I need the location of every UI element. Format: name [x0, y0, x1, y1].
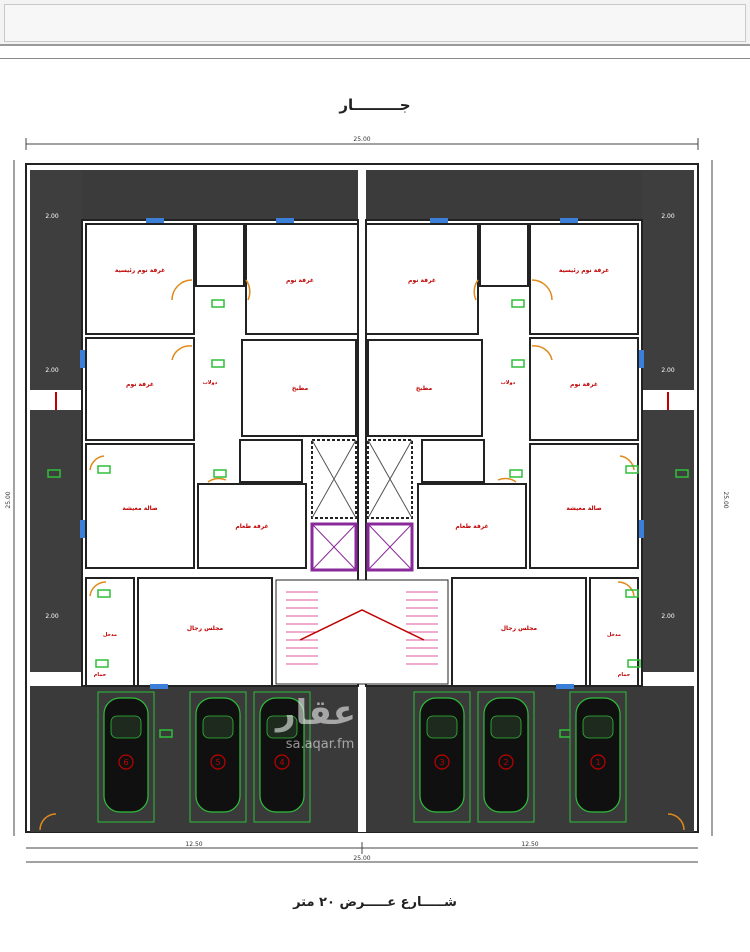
label-master-bedroom-left: غرفة نوم رئيسية: [115, 267, 165, 274]
watermark-url: sa.aqar.fm: [286, 737, 355, 752]
car-windshield: [266, 715, 298, 739]
parking-number: 6: [123, 758, 128, 767]
parking-space-3: 3: [413, 691, 471, 823]
room-labels: غرفة نوم رئيسية غرفة نوم غرفة نوم مطبخ ص…: [94, 267, 631, 678]
door-marker: [213, 469, 227, 478]
label-dining-left: غرفة طعام: [235, 523, 268, 530]
label-bath-right: حمام: [618, 672, 631, 678]
parking-space-4: 4: [253, 691, 311, 823]
watermark-logo: عقار: [274, 693, 356, 733]
setback-left-lower: 2.00: [45, 613, 59, 620]
setback-left-side: 2.00: [45, 367, 59, 374]
parking-space-5: 5: [189, 691, 247, 823]
label-bedroom-left-1: غرفة نوم: [286, 277, 314, 284]
parking-number-badge: [590, 754, 606, 770]
parking-number-badge: [274, 754, 290, 770]
bottom-width-dimensions: 12.50 12.50 25.00: [26, 841, 698, 863]
setback-left-top: 2.00: [45, 213, 59, 220]
door-marker: [509, 469, 523, 478]
door-marker: [511, 299, 525, 308]
door-markers: [47, 299, 689, 738]
label-bedroom-right-2: غرفة نوم: [570, 381, 598, 388]
car-windshield: [490, 715, 522, 739]
door-marker: [625, 465, 639, 474]
label-dining-right: غرفة طعام: [455, 523, 488, 530]
toolbar-panel: [4, 4, 746, 42]
parking-space-1: 1: [569, 691, 627, 823]
parking-number: 3: [439, 758, 444, 767]
door-marker: [95, 659, 109, 668]
parking-space-2: 2: [477, 691, 535, 823]
label-majlis-right: مجلس رجال: [501, 625, 538, 632]
label-kitchen-left: مطبخ: [292, 385, 309, 392]
label-master-bedroom-right: غرفة نوم رئيسية: [559, 267, 609, 274]
label-wardrobe-right: دولاب: [501, 380, 516, 386]
door-marker: [97, 589, 111, 598]
label-bedroom-left-2: غرفة نوم: [126, 381, 154, 388]
side-gates: [30, 390, 694, 686]
label-living-left: صالة معيشة: [122, 505, 158, 512]
label-bath-left: حمام: [94, 672, 107, 678]
label-kitchen-right: مطبخ: [416, 385, 433, 392]
neighbor-label: جـــــــــار: [339, 96, 411, 114]
car-windshield: [202, 715, 234, 739]
parking-spaces: 6 5 4 3 2 1: [97, 691, 627, 823]
bottom-overall-width-label: 25.00: [353, 855, 370, 862]
setback-right-side: 2.00: [661, 367, 675, 374]
right-half-width-label: 12.50: [521, 841, 538, 848]
parking-number: 2: [503, 758, 508, 767]
left-unit: [81, 219, 359, 687]
parking-number-badge: [118, 754, 134, 770]
door-marker: [211, 299, 225, 308]
doors: [39, 279, 685, 831]
label-majlis-left: مجلس رجال: [187, 625, 224, 632]
parking-number: 4: [279, 758, 284, 767]
door-marker: [675, 469, 689, 478]
parking-number-badge: [498, 754, 514, 770]
setback-right-lower: 2.00: [661, 613, 675, 620]
car-windshield: [426, 715, 458, 739]
car-windshield: [582, 715, 614, 739]
label-bedroom-right-1: غرفة نوم: [408, 277, 436, 284]
right-depth-label: 25.00: [722, 491, 729, 508]
parking-space-6: 6: [97, 691, 155, 823]
door-marker: [627, 659, 641, 668]
door-marker: [511, 359, 525, 368]
left-half-width-label: 12.50: [185, 841, 202, 848]
overall-width-dimension: 25.00: [25, 136, 699, 150]
door-marker: [625, 589, 639, 598]
door-marker: [97, 465, 111, 474]
elevator-shafts: [311, 439, 413, 571]
door-marker: [211, 359, 225, 368]
left-depth-label: 25.00: [5, 491, 12, 508]
label-living-right: صالة معيشة: [566, 505, 602, 512]
overall-width-label: 25.00: [353, 136, 370, 143]
label-entrance-right: مدخل: [607, 632, 621, 638]
windows: [80, 218, 644, 689]
parking-number-badge: [210, 754, 226, 770]
depth-dimensions: 25.00 25.00: [5, 160, 729, 836]
aqar-watermark: عقار sa.aqar.fm: [274, 693, 356, 752]
car-windshield: [110, 715, 142, 739]
street-label: شـــــارع عـــــرض ٢٠ متر: [293, 895, 457, 910]
parking-number-badge: [434, 754, 450, 770]
parking-number: 1: [595, 758, 600, 767]
drawing-sheet: [0, 58, 750, 952]
setback-right-top: 2.00: [661, 213, 675, 220]
door-marker: [47, 469, 61, 478]
parking-number: 5: [215, 758, 220, 767]
right-unit: [365, 219, 643, 687]
door-marker: [159, 729, 173, 738]
top-toolbar: [0, 0, 750, 46]
label-entrance-left: مدخل: [103, 632, 117, 638]
label-wardrobe-left: دولاب: [203, 380, 218, 386]
staircase: [275, 579, 449, 685]
